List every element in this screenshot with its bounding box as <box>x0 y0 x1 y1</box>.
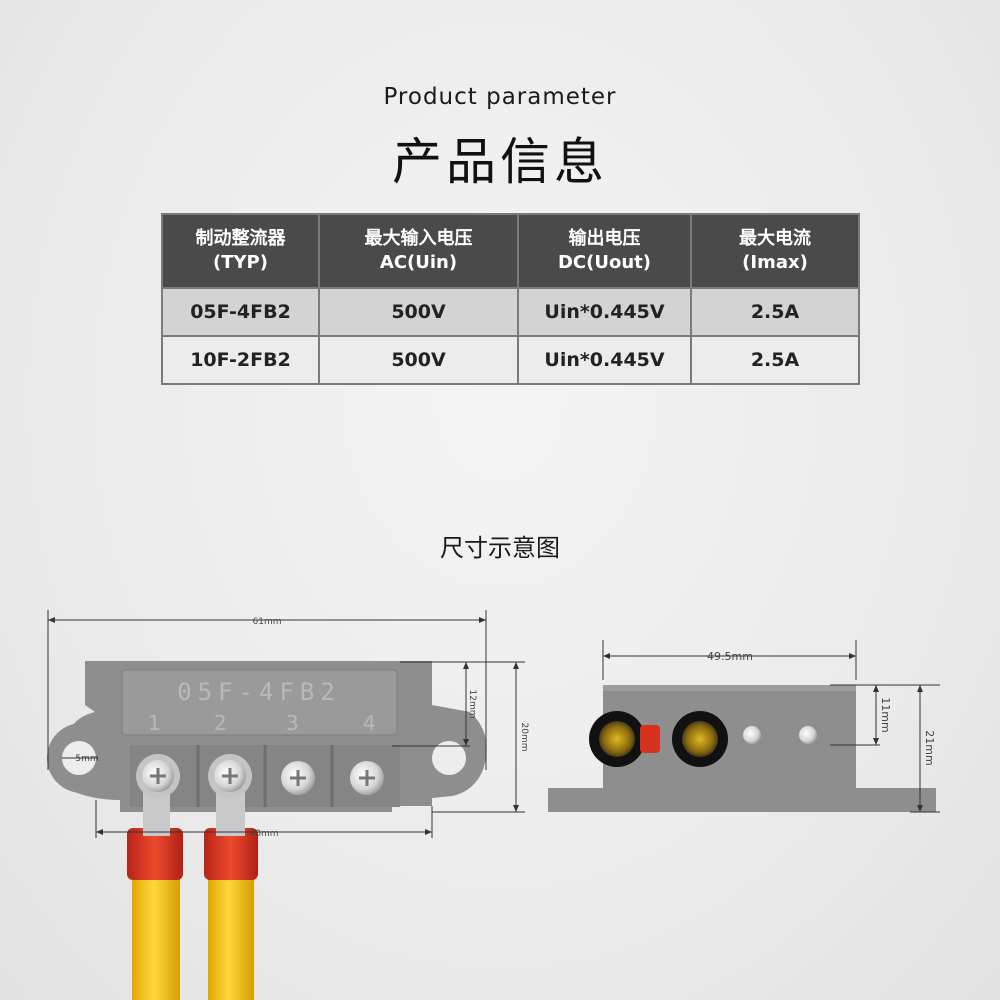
wire-right <box>208 872 254 1000</box>
header-output-voltage: 输出电压 DC(Uout) <box>517 213 692 289</box>
dim-front-width: 61mm <box>253 617 282 627</box>
dim-front-height: 20mm <box>519 723 529 752</box>
title-en: Product parameter <box>383 84 617 110</box>
wire-end-left <box>589 711 645 767</box>
side-dimension-lines <box>602 640 940 813</box>
header-type: 制动整流器 (TYP) <box>161 213 320 289</box>
cell-input-voltage: 500V <box>318 335 519 385</box>
terminal-number: 1 <box>148 711 161 735</box>
terminal-number: 2 <box>214 711 227 735</box>
cell-type: 10F-2FB2 <box>161 335 320 385</box>
header-max-current: 最大电流 (Imax) <box>690 213 860 289</box>
cell-type: 05F-4FB2 <box>161 287 320 337</box>
sleeve-right <box>204 828 258 880</box>
header-max-input-voltage: 最大输入电压 AC(Uin) <box>318 213 519 289</box>
dim-side-height: 21mm <box>923 730 936 765</box>
front-dimension-arrows <box>48 617 519 835</box>
wire-left <box>132 872 180 1000</box>
table-header-row: 制动整流器 (TYP) 最大输入电压 AC(Uin) 输出电压 DC(Uout)… <box>161 213 860 289</box>
name-plate <box>121 669 398 736</box>
right-mount-hole <box>432 741 466 775</box>
sleeve-left <box>127 828 183 880</box>
diagram-title: 尺寸示意图 <box>440 534 560 562</box>
dim-front-inner: 12mm <box>467 690 477 719</box>
front-dimension-lines <box>47 610 525 838</box>
cell-input-voltage: 500V <box>318 287 519 337</box>
screw-icon <box>350 761 384 795</box>
side-dimension-arrows <box>603 653 923 812</box>
terminal-numbers: 1 2 3 4 <box>148 711 376 735</box>
plate-text: 05F-4FB2 <box>177 678 341 706</box>
side-screws <box>743 726 817 744</box>
side-view: 49.5mm 21mm 11mm <box>548 640 940 813</box>
title-cn: 产品信息 <box>392 133 608 191</box>
screw-icon <box>142 760 174 792</box>
wire-end-right <box>672 711 728 767</box>
terminal-dividers <box>196 745 334 807</box>
table-row: 10F-2FB2 500V Uin*0.445V 2.5A <box>161 335 860 385</box>
cell-current: 2.5A <box>690 335 860 385</box>
cell-output-voltage: Uin*0.445V <box>517 287 692 337</box>
screw-icon <box>281 761 315 795</box>
dim-front-pitch: 40mm <box>250 829 279 839</box>
front-view: 05F-4FB2 1 2 3 4 <box>47 610 529 1000</box>
dim-front-hole: 5mm <box>75 754 98 764</box>
terminal-number: 3 <box>286 711 299 735</box>
screw-icon <box>214 760 246 792</box>
cell-output-voltage: Uin*0.445V <box>517 335 692 385</box>
dim-side-width: 49.5mm <box>707 650 753 663</box>
terminal-number: 4 <box>363 711 376 735</box>
dim-side-inner: 11mm <box>879 697 892 732</box>
cell-current: 2.5A <box>690 287 860 337</box>
table-row: 05F-4FB2 500V Uin*0.445V 2.5A <box>161 287 860 337</box>
side-red-sleeve <box>640 725 660 753</box>
spec-table: 制动整流器 (TYP) 最大输入电压 AC(Uin) 输出电压 DC(Uout)… <box>161 213 860 385</box>
side-top-edge <box>603 685 856 691</box>
